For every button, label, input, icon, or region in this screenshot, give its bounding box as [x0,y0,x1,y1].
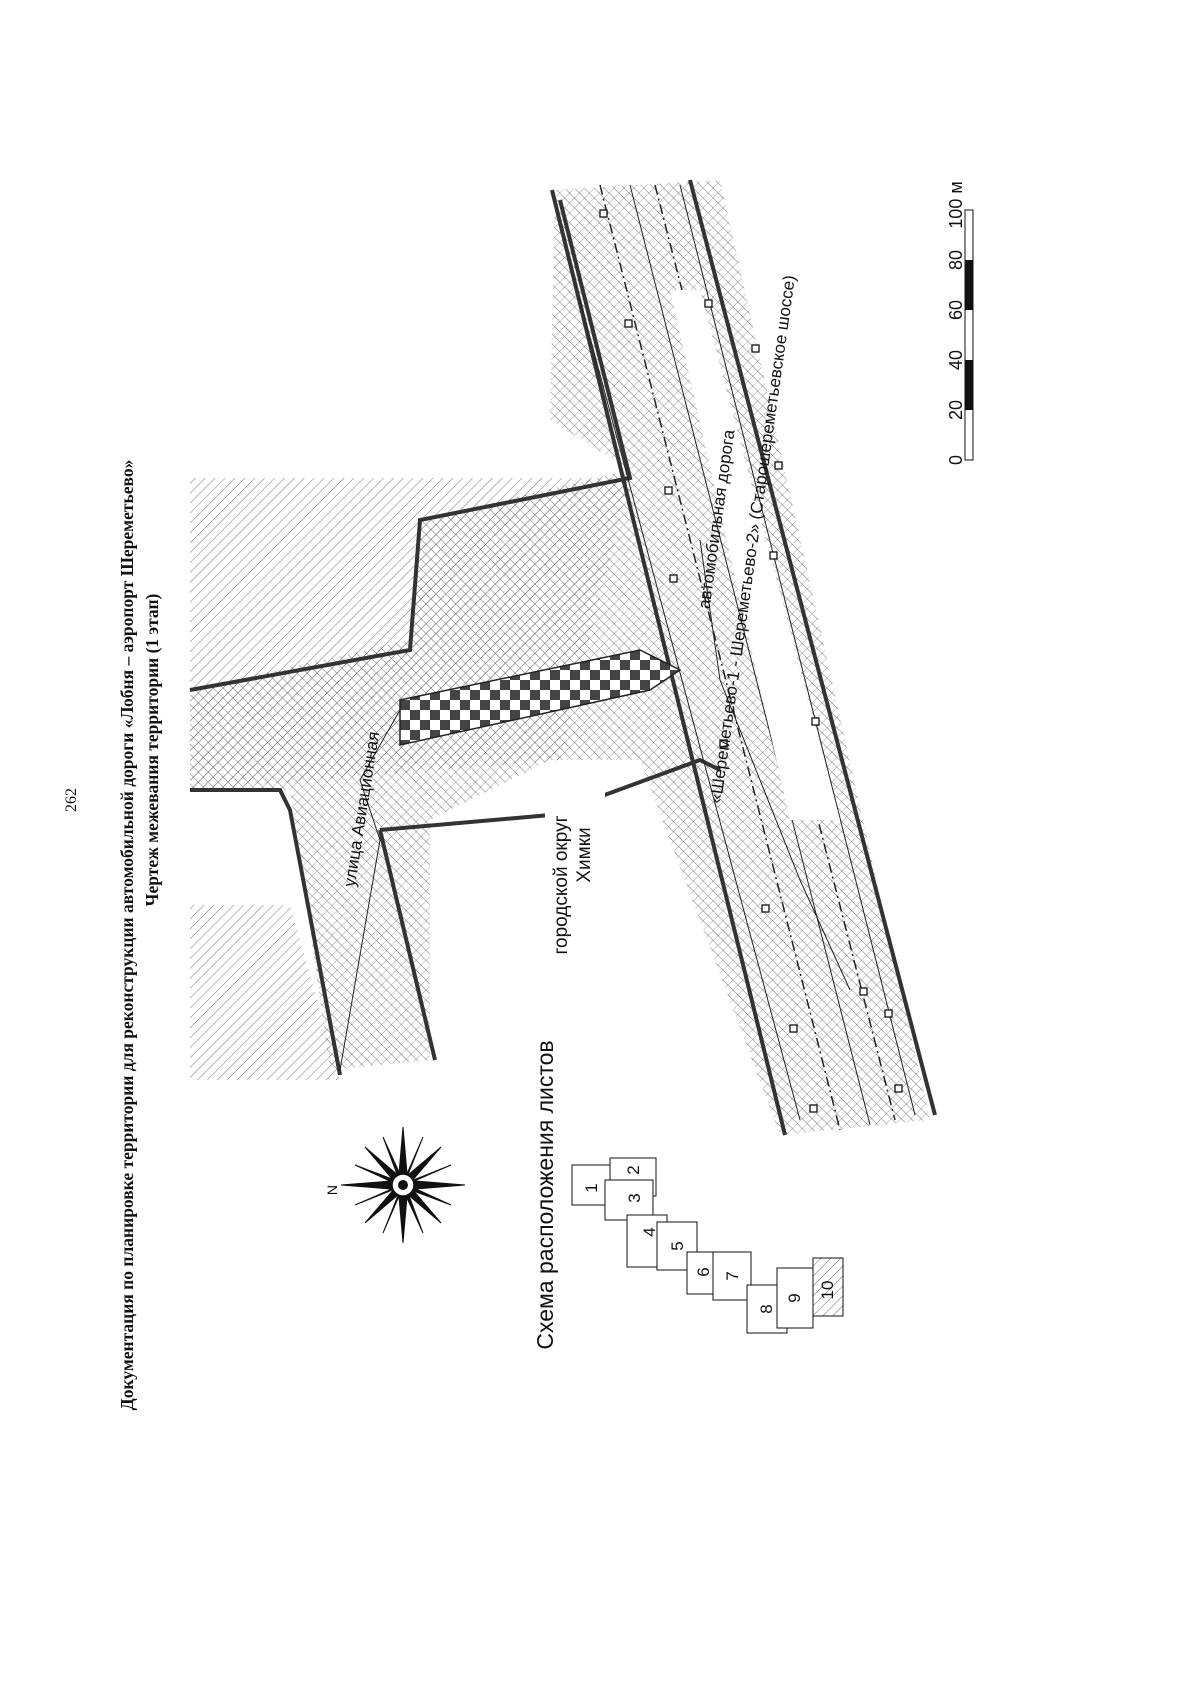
survey-marker [669,574,678,583]
boundary-line-street-west [190,788,342,1076]
survey-marker [769,551,778,560]
survey-marker [774,461,783,470]
district-label-line1: городской округ [551,815,572,954]
road-centerline [599,184,841,1131]
sheet-box [604,1179,654,1221]
survey-marker [761,904,770,913]
district-label-line2: Химки [574,827,595,882]
scale-bar-frame [964,209,974,461]
scale-bar-segment [965,360,973,410]
sheet-box [571,1164,611,1206]
scale-tick-label: 60 [946,300,966,320]
boundary-line-block [379,757,721,832]
sheet-number: 5 [668,1241,687,1250]
page-number: 262 [63,788,80,812]
crosshatched-overlay [190,180,930,1135]
sheet-box [712,1251,752,1301]
sheet-number: 9 [785,1293,804,1302]
road-lane-line-4 [679,184,916,1116]
survey-marker [809,1104,818,1113]
scale-tick-label: 20 [946,400,966,420]
survey-marker [664,486,673,495]
survey-marker [624,319,633,328]
survey-marker [894,1084,903,1093]
survey-marker [811,717,820,726]
compass-north-label: N [324,1185,340,1195]
street-curve-line [339,709,401,1071]
sheet-number: 7 [723,1271,742,1280]
sheet-number: 3 [625,1193,644,1202]
road-lane-line-3 [579,299,801,1121]
survey-marker [704,299,713,308]
compass-rose-icon: N [324,1126,466,1244]
sheet-number: 2 [624,1165,643,1174]
territory-map: улица Авиационная городской округ Химки … [189,179,937,1136]
survey-marker [751,344,760,353]
sheet-box-current [812,1257,844,1317]
road-label-band [670,290,840,820]
road-ramp-line [699,539,851,991]
sheet-number: 1 [582,1183,601,1192]
road-edge-north [550,189,787,1136]
survey-marker [859,987,868,996]
scale-tick-label: 100 м [946,181,966,228]
survey-marker [884,1009,893,1018]
district-label-band [545,785,605,985]
sheet-number: 6 [694,1267,713,1276]
survey-markers [599,209,903,1113]
road-lane-line-1 [629,184,871,1126]
drawing-subtitle: Чертеж межевания территории (1 этап) [142,593,162,906]
survey-marker [599,209,608,218]
survey-marker [789,1024,798,1033]
sheet-box [776,1267,814,1329]
document-title: Документация по планировке территории дл… [117,460,137,1411]
boundary-line-south [378,829,437,1061]
scale-bar-segment [965,260,973,310]
scale-tick-label: 80 [946,250,966,270]
sheet-number: 8 [757,1304,776,1313]
boundary-line-street-east [189,199,633,692]
road-edge-south [688,179,937,1116]
sheet-schema: Схема расположения листов 1 2 3 4 5 6 7 … [532,1040,844,1350]
hatched-territory-lower [190,905,340,1080]
sheet-number: 4 [640,1227,659,1236]
scale-bar: 0 20 40 60 80 100 м [946,181,974,465]
building-footprint [399,649,682,746]
scale-tick-label: 0 [946,455,966,465]
sheet-number: 10 [818,1281,837,1300]
survey-marker [719,739,728,748]
sheet-schema-title: Схема расположения листов [532,1040,558,1349]
scale-tick-label: 40 [946,350,966,370]
